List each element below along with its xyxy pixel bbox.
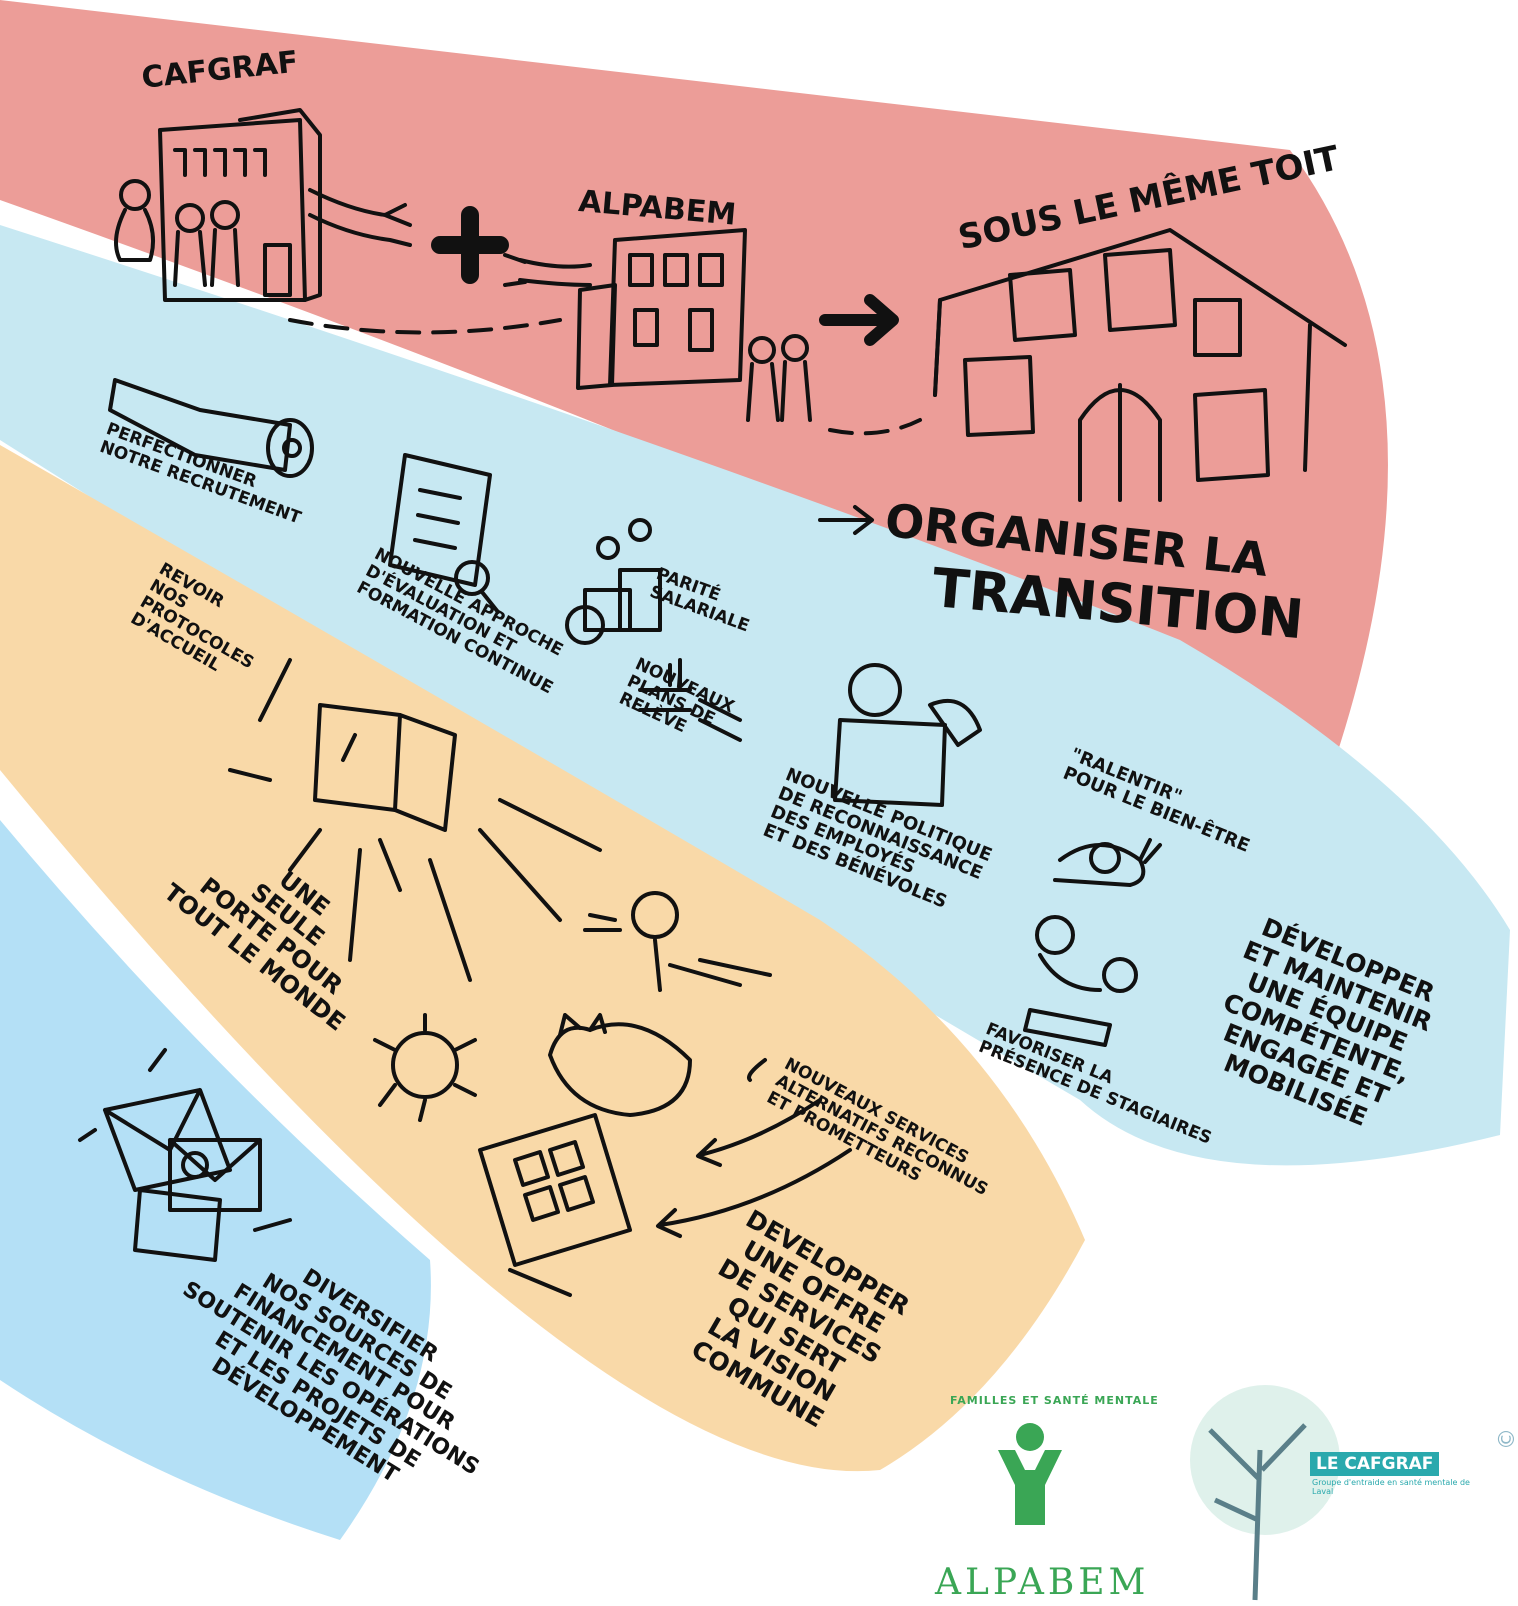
cafgraf-tree-icon (1190, 1385, 1340, 1601)
parity-podium-icon (565, 518, 662, 645)
money-envelopes-icon (78, 1048, 292, 1262)
notebook-icon (478, 1113, 632, 1297)
house-icon (933, 228, 1347, 502)
alpabem-building-icon (576, 228, 747, 390)
arm-right-icon (503, 253, 592, 287)
open-door-icon (228, 658, 602, 982)
people-icon (114, 179, 240, 287)
telescope-icon (108, 378, 314, 478)
alpabem-logo-arc-text: FAMILLES ET SANTÉ MENTALE (950, 1394, 1159, 1407)
alpabem-logo-name: ALPABEM (935, 1562, 1150, 1603)
arm-left-icon (308, 188, 412, 247)
germ-icon (373, 1013, 477, 1122)
dashed-path (288, 318, 922, 436)
cat-icon (548, 1013, 692, 1117)
alpabem-logo-figure (998, 1423, 1062, 1525)
cafgraf-logo-name: LE CAFGRAF (1310, 1452, 1440, 1476)
arrows-services-icon (656, 1058, 852, 1238)
cafgraf-logo-tagline: Groupe d'entraide en santé mentale de La… (1312, 1478, 1470, 1496)
recognition-monitor-icon (833, 663, 982, 807)
arrow-organiser-icon (818, 505, 874, 535)
document-magnifier-icon (388, 453, 500, 614)
cafgraf-building-icon (158, 108, 322, 302)
artist-credit: © Do2co (1495, 1428, 1518, 1450)
child-gardening-icon (583, 891, 772, 992)
handshake-icon (638, 658, 742, 742)
intern-desk-icon (1023, 915, 1138, 1047)
arrow-right-icon (819, 294, 899, 346)
couple-icon (746, 334, 812, 422)
snail-icon (1053, 838, 1162, 887)
light-blue-band (0, 225, 1510, 1166)
plus-icon (431, 206, 509, 284)
